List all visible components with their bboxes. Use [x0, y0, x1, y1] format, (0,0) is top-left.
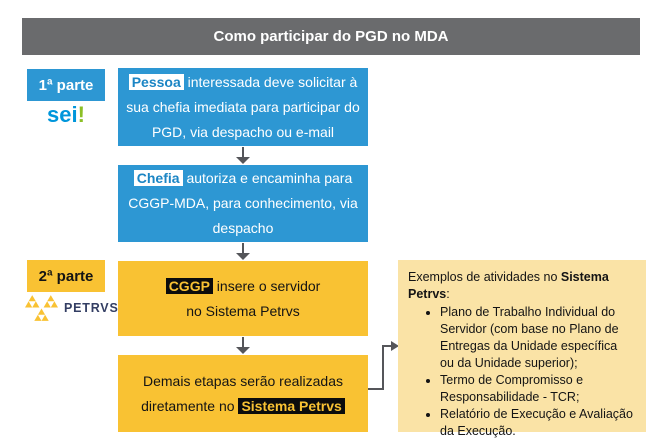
part1-label: 1ª parte [27, 69, 105, 101]
examples-panel-title: Exemplos de atividades no Sistema Petrvs… [408, 270, 609, 301]
down-arrow-icon [236, 337, 250, 354]
flow-step-1: Pessoa interessada deve solicitar à sua … [118, 68, 368, 146]
flow-step-3-line: CGGP insere o servidor [165, 274, 320, 299]
highlight-sistema-petrvs: Sistema Petrvs [238, 397, 345, 414]
flow-step-2-line: CGGP-MDA, para conhecimento, via [128, 195, 358, 211]
examples-list-item: Relatório de Execução e Avaliação da Exe… [440, 406, 634, 440]
flow-step-4-line: diretamente no Sistema Petrvs [141, 394, 345, 419]
part2-label: 2ª parte [27, 260, 105, 292]
highlight-cggp: CGGP [165, 277, 213, 294]
down-arrow-icon [236, 243, 250, 260]
page-title-text: Como participar do PGD no MDA [213, 28, 449, 45]
petrvs-triangles-icon [25, 294, 58, 321]
flow-step-3: CGGP insere o servidor no Sistema Petrvs [118, 261, 368, 336]
petrvs-logo-word: PETRVS [64, 301, 119, 315]
sei-logo-exclamation: ! [77, 102, 85, 127]
part2-label-text: 2ª parte [38, 267, 94, 285]
flow-step-2-line: Chefia autoriza e encaminha para [133, 166, 352, 191]
flow-step-4-line: Demais etapas serão realizadas [143, 372, 343, 389]
highlight-pessoa: Pessoa [128, 73, 184, 90]
flow-step-2: Chefia autoriza e encaminha para CGGP-MD… [118, 165, 368, 242]
flow-step-1-line: Pessoa interessada deve solicitar à [128, 70, 357, 95]
flow-step-3-line: no Sistema Petrvs [186, 302, 300, 319]
elbow-arrow-icon [366, 338, 400, 394]
flow-step-4: Demais etapas serão realizadas diretamen… [118, 355, 368, 432]
examples-list: Plano de Trabalho Individual do Servidor… [408, 304, 634, 440]
flow-step-2-line: despacho [212, 220, 274, 236]
sei-logo-word: sei [47, 102, 78, 127]
flow-step-1-line: sua chefia imediata para participar do [126, 98, 360, 115]
examples-list-item: Plano de Trabalho Individual do Servidor… [440, 304, 634, 372]
petrvs-logo: PETRVS [25, 293, 120, 323]
part1-label-text: 1ª parte [38, 76, 94, 94]
page-title: Como participar do PGD no MDA [22, 18, 640, 55]
down-arrow-icon [236, 147, 250, 164]
examples-panel: Exemplos de atividades no Sistema Petrvs… [398, 260, 646, 438]
flow-step-1-line: PGD, via despacho ou e-mail [151, 123, 335, 140]
sei-logo: sei! [27, 100, 105, 130]
highlight-chefia: Chefia [133, 170, 183, 186]
examples-list-item: Termo de Compromisso e Responsabilidade … [440, 372, 634, 406]
